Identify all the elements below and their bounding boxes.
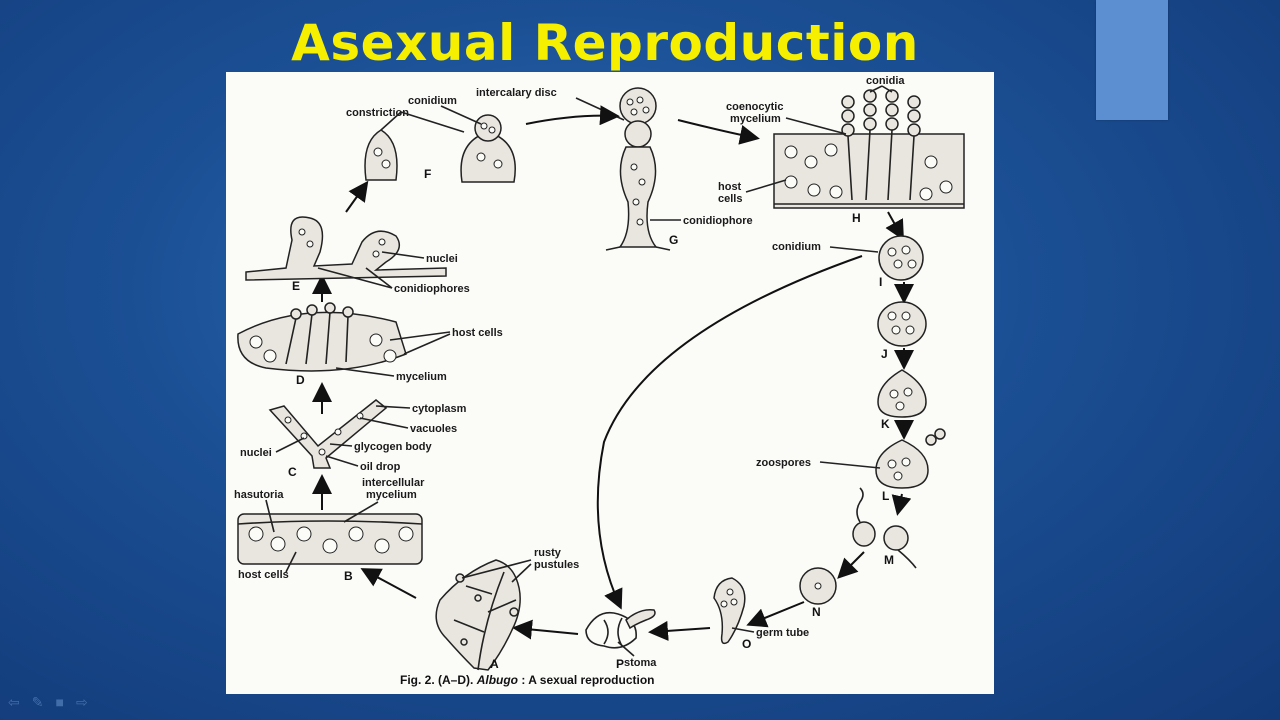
stage-label-f: F (424, 167, 431, 181)
label-intercalary-disc: intercalary disc (476, 87, 557, 99)
stage-label-b: B (344, 569, 353, 583)
stage-label-a: A (490, 657, 499, 671)
stage-b-drawing (237, 513, 423, 565)
label-cells-h: cells (718, 193, 742, 205)
stage-h-drawing (773, 89, 965, 209)
stage-e-drawing (245, 216, 447, 281)
stage-i-drawing (878, 235, 924, 281)
label-conidium-i: conidium (772, 241, 821, 253)
label-glycogen-body: glycogen body (354, 441, 433, 453)
label-vacuoles: vacuoles (410, 423, 457, 435)
label-pustules: pustules (534, 559, 579, 571)
pen-icon[interactable]: ✎ (31, 694, 44, 710)
stage-o-drawing (713, 577, 746, 645)
stage-a-drawing (435, 559, 521, 671)
figure-caption: Fig. 2. (A–D). Albugo : A sexual reprodu… (400, 673, 655, 687)
label-mycelium-h: mycelium (730, 113, 781, 125)
stage-label-p: P (616, 657, 624, 671)
label-stoma: stoma (624, 657, 657, 669)
stage-label-i: I (879, 275, 882, 289)
label-intercellular: intercellular (362, 477, 425, 489)
label-hasutoria: hasutoria (234, 489, 284, 501)
stage-label-j: J (881, 347, 888, 361)
life-cycle-figure: constriction conidium F intercalary disc… (226, 72, 994, 694)
label-conidium-top: conidium (408, 95, 457, 107)
label-nuclei-c: nuclei (240, 447, 272, 459)
accent-rectangle (1096, 0, 1168, 120)
label-host-h: host (718, 181, 742, 193)
diagram-svg: constriction conidium F intercalary disc… (234, 75, 965, 687)
stage-label-e: E (292, 279, 300, 293)
stage-label-o: O (742, 637, 751, 651)
label-cytoplasm: cytoplasm (412, 403, 467, 415)
menu-icon[interactable]: ■ (55, 694, 64, 710)
label-conidiophores: conidiophores (394, 283, 470, 295)
stage-label-h: H (852, 211, 861, 225)
label-host-cells-b: host cells (238, 569, 289, 581)
label-constriction: constriction (346, 107, 409, 119)
label-oil-drop: oil drop (360, 461, 401, 473)
caption-prefix: Fig. 2. (A–D). (400, 673, 473, 687)
stage-label-k: K (881, 417, 890, 431)
slide-navigation: ⇦ ✎ ■ ⇨ (8, 694, 88, 711)
label-mycelium-d: mycelium (396, 371, 447, 383)
stage-d-drawing (237, 302, 407, 372)
label-host-cells-d: host cells (452, 327, 503, 339)
slide-title: Asexual Reproduction (291, 14, 919, 72)
label-germ-tube: germ tube (756, 627, 809, 639)
stage-label-m: M (884, 553, 894, 567)
label-coenocytic: coenocytic (726, 101, 783, 113)
stage-c-drawing (268, 399, 388, 469)
label-nuclei-e: nuclei (426, 253, 458, 265)
stage-g-drawing (605, 87, 671, 251)
label-conidiophore: conidiophore (683, 215, 753, 227)
stage-m-drawing (852, 487, 917, 569)
caption-genus: Albugo (476, 673, 518, 687)
stage-label-c: C (288, 465, 297, 479)
label-zoospores: zoospores (756, 457, 811, 469)
label-mycelium-b: mycelium (366, 489, 417, 501)
stage-label-d: D (296, 373, 305, 387)
forward-arrow-icon[interactable]: ⇨ (75, 694, 88, 710)
stage-label-g: G (669, 233, 678, 247)
stage-label-n: N (812, 605, 821, 619)
stage-p-drawing (585, 608, 656, 649)
stage-label-l: L (882, 489, 889, 503)
back-arrow-icon[interactable]: ⇦ (8, 694, 20, 710)
label-rusty: rusty (534, 547, 562, 559)
stage-k-drawing (877, 369, 927, 418)
label-conidia: conidia (866, 75, 905, 87)
caption-suffix: : A sexual reproduction (521, 673, 654, 687)
stage-f-drawing (364, 114, 516, 183)
stage-j-drawing (877, 301, 927, 347)
